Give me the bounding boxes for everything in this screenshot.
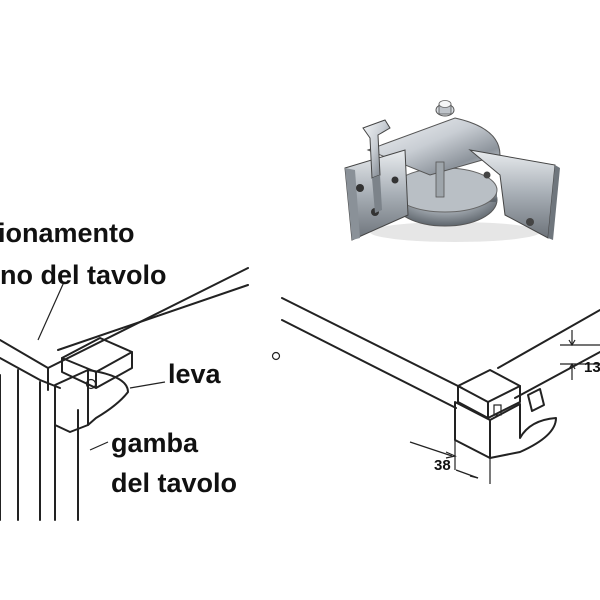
hinge-dimension-drawing — [281, 297, 600, 484]
leg-label-line2: del tavolo — [111, 468, 237, 498]
lever-label: leva — [168, 359, 222, 389]
height-dimension: 13 — [584, 359, 600, 376]
width-dimension: 38 — [434, 457, 451, 474]
table-top-label: no del tavolo — [0, 260, 167, 290]
hinge-photo — [344, 100, 560, 242]
positioning-label: ionamento — [0, 218, 135, 248]
table-corner-drawing — [0, 267, 281, 521]
leg-label-line1: gamba — [111, 428, 199, 458]
